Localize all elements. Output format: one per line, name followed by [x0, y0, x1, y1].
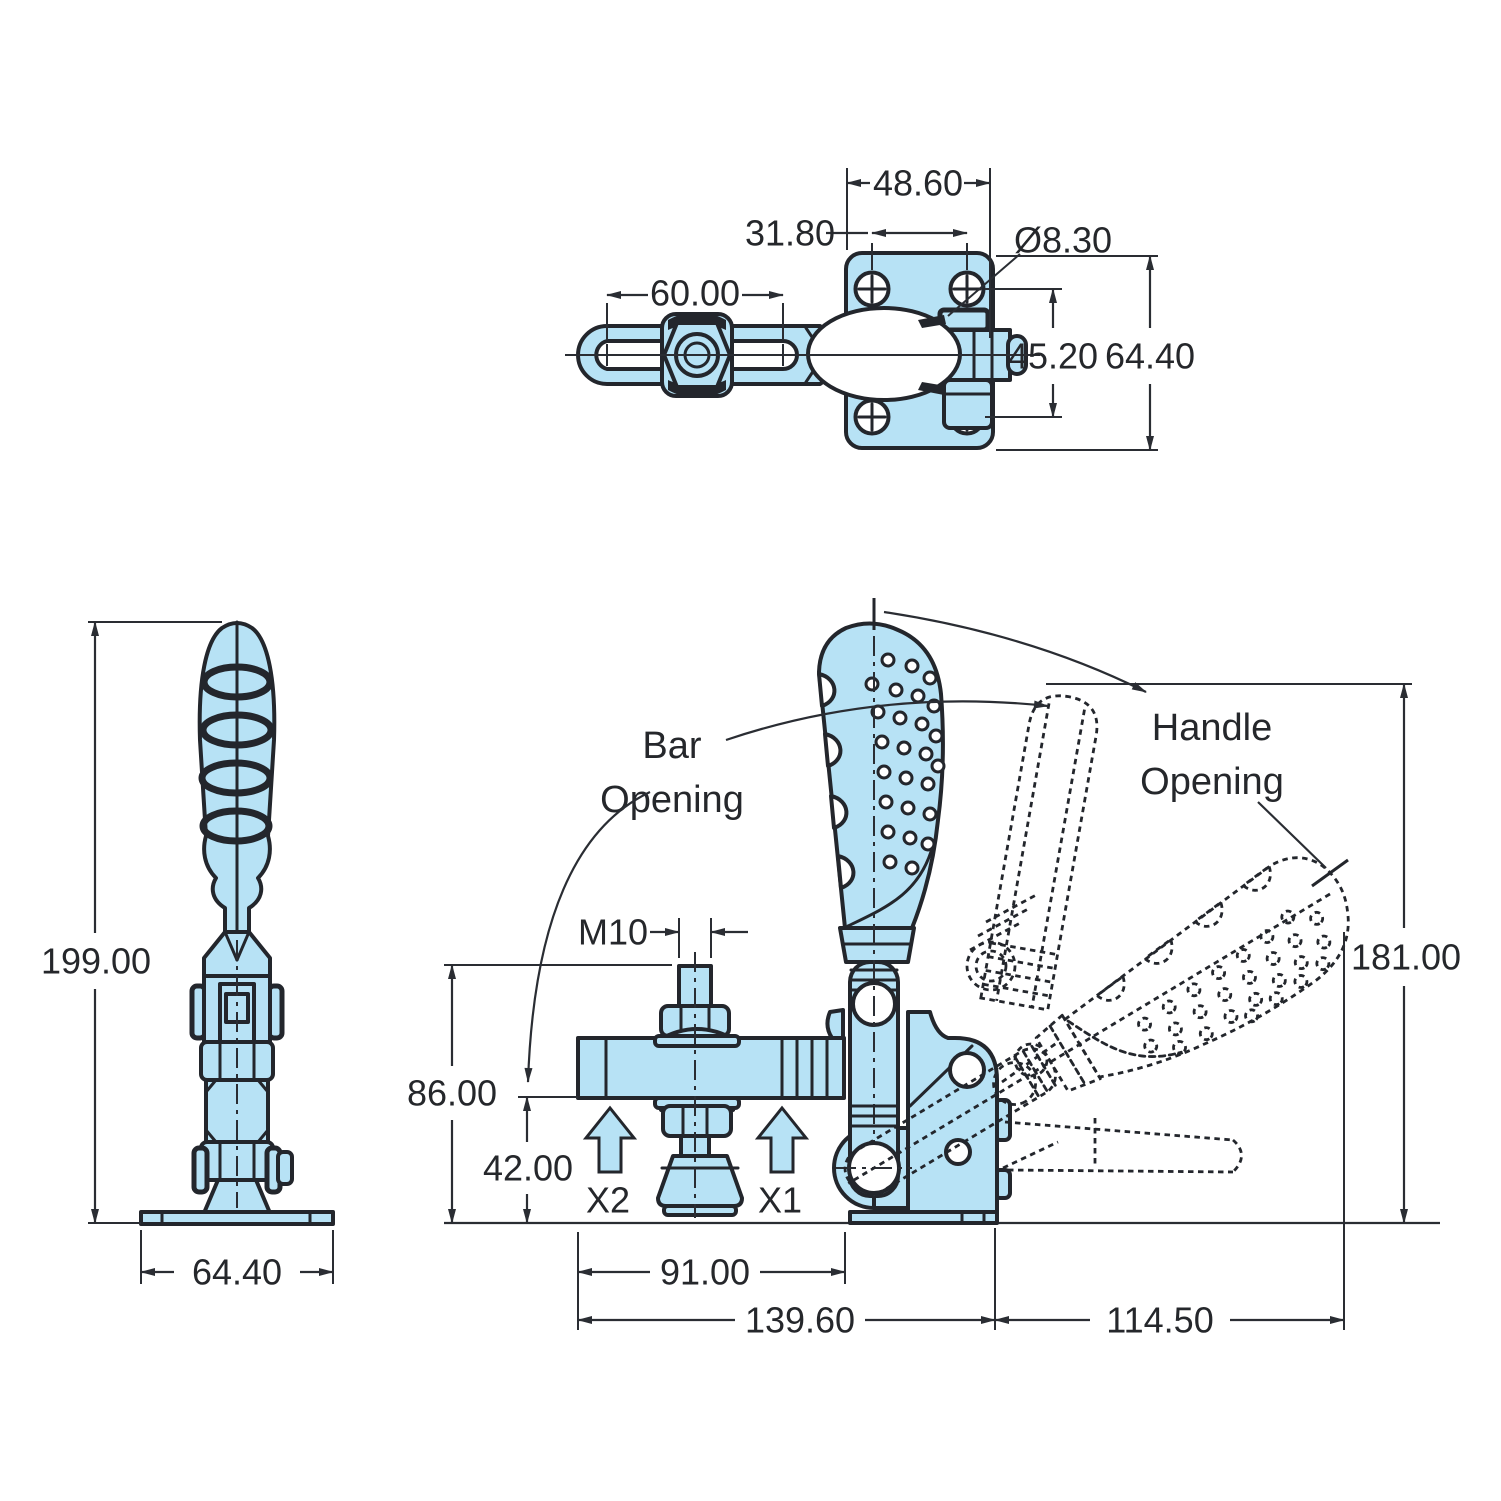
dim-91-00: 91.00 — [660, 1252, 750, 1293]
clamp-handle — [817, 621, 946, 1198]
label-x2: X2 — [586, 1180, 630, 1221]
dim-48-60: 48.60 — [873, 163, 963, 204]
dim-181-00: 181.00 — [1351, 937, 1461, 978]
dim-199-00: 199.00 — [41, 941, 151, 982]
arrow-x2 — [582, 1105, 638, 1174]
front-linkage — [139, 930, 335, 1226]
front-view-dimensions: 199.00 64.40 — [41, 621, 334, 1293]
handle-opening-label-1: Handle — [1152, 707, 1272, 749]
arrow-x1 — [754, 1105, 810, 1174]
dim-45-20: 45.20 — [1008, 336, 1098, 377]
bar-opening-label-2: Opening — [600, 779, 744, 821]
spindle-assembly — [653, 952, 744, 1218]
front-view: 199.00 64.40 — [41, 620, 335, 1293]
dim-64-40-front: 64.40 — [192, 1252, 282, 1293]
top-view-dimensions: 48.60 31.80 Ø8.30 60.00 45.20 — [606, 163, 1195, 451]
grip-dots — [1137, 909, 1332, 1055]
dim-60-00: 60.00 — [650, 273, 740, 314]
top-view: 48.60 31.80 Ø8.30 60.00 45.20 — [565, 163, 1195, 451]
grip-dots — [864, 652, 946, 876]
bar-opening-label-1: Bar — [642, 725, 701, 767]
dim-139-60: 139.60 — [745, 1300, 855, 1341]
open-position-phantom — [843, 694, 1350, 1197]
spindle-position-arrows: X2 X1 — [582, 1105, 810, 1221]
side-view-dimensions: M10 86.00 42.00 91.00 139.60 — [407, 683, 1461, 1341]
dim-86-00: 86.00 — [407, 1073, 497, 1114]
rubber-foot — [656, 1154, 744, 1208]
dim-hole-dia: Ø8.30 — [1014, 220, 1112, 261]
dim-31-80: 31.80 — [745, 213, 835, 254]
label-x1: X1 — [758, 1180, 802, 1221]
annotations: Handle Opening Bar Opening — [524, 598, 1349, 1083]
lever-arm — [843, 1047, 1057, 1197]
dim-64-40-top: 64.40 — [1105, 336, 1195, 377]
dim-114-50: 114.50 — [1106, 1300, 1213, 1341]
side-view: Handle Opening Bar Opening X2 X1 M10 — [407, 598, 1461, 1341]
dim-m10: M10 — [578, 912, 648, 953]
handle-opening-label-2: Opening — [1140, 761, 1284, 803]
dim-42-00: 42.00 — [483, 1148, 573, 1189]
